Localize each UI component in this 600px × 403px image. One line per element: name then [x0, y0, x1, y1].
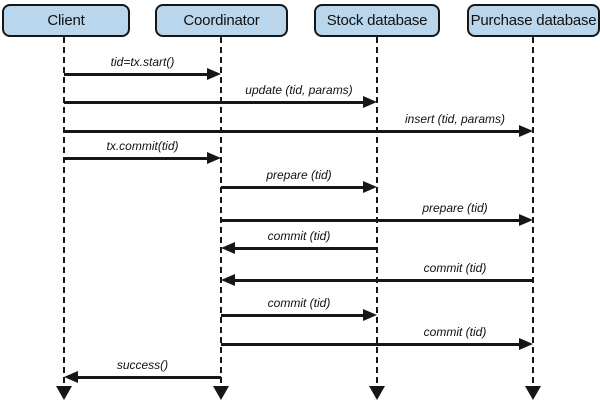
- message-line-8: [221, 314, 365, 317]
- message-line-10: [76, 376, 221, 379]
- lifeline-end-arrow-icon-client: [56, 386, 72, 400]
- lifeline-stock: [376, 37, 378, 388]
- message-label-5: prepare (tid): [422, 201, 488, 215]
- lifeline-purchase: [532, 37, 534, 388]
- lifeline-coordinator: [220, 37, 222, 388]
- participant-label-stock: Stock database: [326, 12, 428, 29]
- lifeline-end-arrow-icon-purchase: [525, 386, 541, 400]
- message-line-6: [233, 247, 377, 250]
- participant-box-client: Client: [2, 4, 130, 37]
- message-arrowhead-icon-4: [363, 181, 377, 193]
- message-arrowhead-icon-5: [519, 214, 533, 226]
- message-label-3: tx.commit(tid): [106, 139, 179, 153]
- message-arrowhead-icon-7: [221, 274, 235, 286]
- message-line-2: [64, 130, 521, 133]
- participant-box-purchase: Purchase database: [467, 4, 600, 37]
- message-label-4: prepare (tid): [266, 168, 332, 182]
- message-arrowhead-icon-9: [519, 338, 533, 350]
- participant-label-coordinator: Coordinator: [183, 12, 260, 29]
- message-arrowhead-icon-1: [363, 96, 377, 108]
- message-label-8: commit (tid): [267, 296, 331, 310]
- message-arrowhead-icon-0: [207, 68, 221, 80]
- message-label-2: insert (tid, params): [404, 112, 506, 126]
- message-label-6: commit (tid): [267, 229, 331, 243]
- participant-label-purchase: Purchase database: [470, 12, 597, 29]
- message-line-7: [233, 279, 533, 282]
- message-label-10: success(): [116, 358, 169, 372]
- message-line-0: [64, 73, 209, 76]
- message-label-1: update (tid, params): [245, 83, 353, 97]
- message-arrowhead-icon-10: [64, 371, 78, 383]
- participant-label-client: Client: [47, 12, 85, 29]
- lifeline-end-arrow-icon-coordinator: [213, 386, 229, 400]
- participant-box-coordinator: Coordinator: [155, 4, 288, 37]
- lifeline-client: [63, 37, 65, 388]
- message-label-7: commit (tid): [423, 261, 487, 275]
- message-label-0: tid=tx.start(): [110, 55, 175, 69]
- lifeline-end-arrow-icon-stock: [369, 386, 385, 400]
- message-line-9: [221, 343, 521, 346]
- message-line-3: [64, 157, 209, 160]
- message-line-1: [64, 101, 365, 104]
- message-arrowhead-icon-8: [363, 309, 377, 321]
- message-arrowhead-icon-3: [207, 152, 221, 164]
- message-arrowhead-icon-6: [221, 242, 235, 254]
- participant-box-stock: Stock database: [314, 4, 440, 37]
- message-label-9: commit (tid): [423, 325, 487, 339]
- message-line-4: [221, 186, 365, 189]
- message-line-5: [221, 219, 521, 222]
- message-arrowhead-icon-2: [519, 125, 533, 137]
